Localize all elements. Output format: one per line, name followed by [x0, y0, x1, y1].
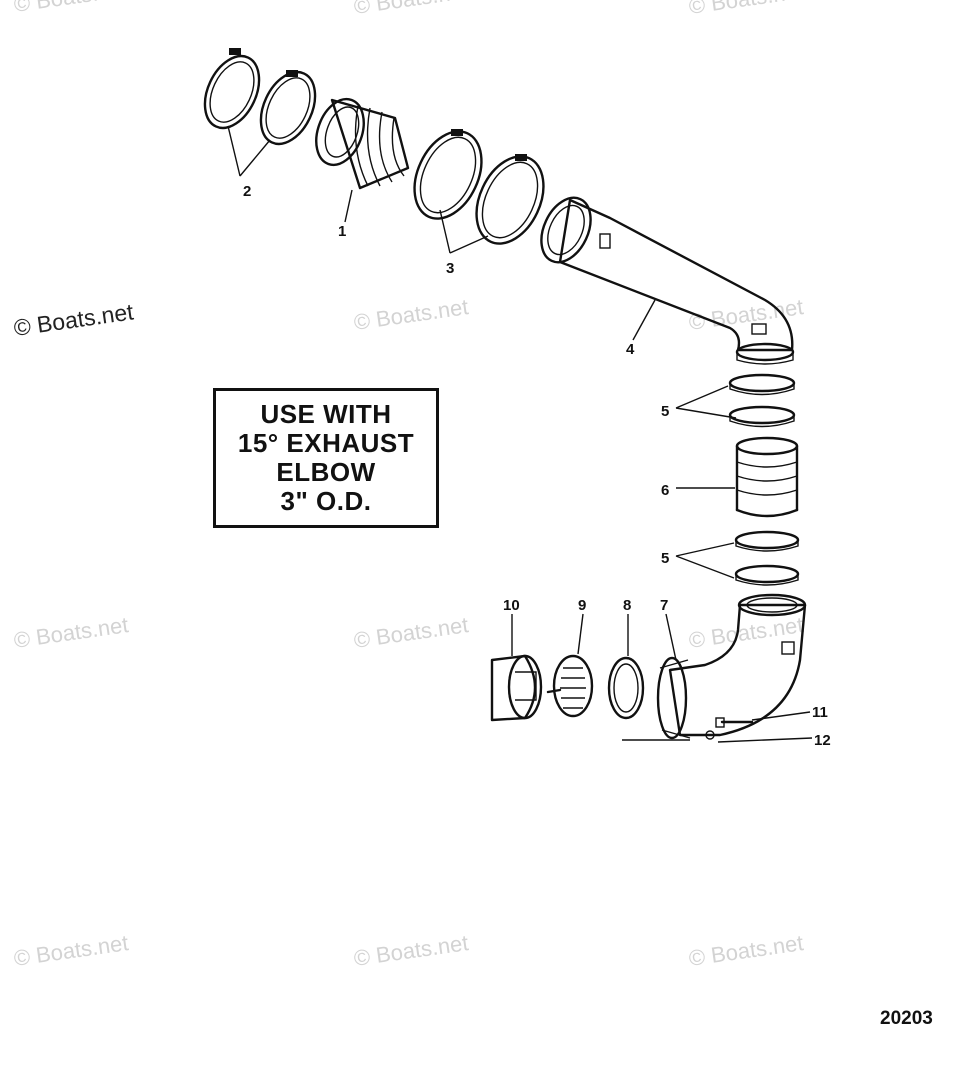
part-3-hose-clamps — [413, 129, 545, 245]
watermark: © Boats.net — [352, 294, 470, 335]
watermark: © Boats.net — [12, 0, 130, 17]
watermark: © Boats.net — [352, 612, 470, 653]
part-2-hose-clamps — [203, 48, 317, 146]
part-8-gasket — [607, 656, 645, 720]
watermark: © Boats.net — [687, 0, 805, 19]
callout-5-upper: 5 — [661, 403, 669, 420]
watermark: © Boats.net — [12, 612, 130, 653]
watermark: © Boats.net — [687, 930, 805, 971]
callout-8: 8 — [623, 597, 631, 614]
callout-11: 11 — [812, 704, 828, 721]
callout-7: 7 — [660, 597, 668, 614]
part-9-flapper-plate — [546, 654, 594, 718]
part-10-cylinder — [490, 654, 543, 722]
watermark: © Boats.net — [12, 930, 130, 971]
note-line-1: USE WITH — [260, 399, 392, 429]
usage-note-box: USE WITH 15° EXHAUST ELBOW 3" O.D. — [213, 388, 439, 528]
watermark: © Boats.net — [687, 294, 805, 335]
part-11-12-screw-washer — [622, 717, 754, 741]
callout-labels: 2 1 3 4 5 6 5 7 8 9 10 11 12 — [243, 183, 831, 749]
drawing-number: 20203 — [880, 1008, 933, 1029]
callout-4: 4 — [626, 341, 635, 358]
part-4-exhaust-tube — [540, 196, 795, 365]
callout-5-lower: 5 — [661, 550, 669, 567]
callout-2: 2 — [243, 183, 251, 200]
note-line-2: 15° EXHAUST — [237, 428, 415, 458]
part-6-coupling-sleeve — [735, 436, 799, 518]
callout-10: 10 — [503, 597, 520, 614]
callout-3: 3 — [446, 260, 454, 277]
callout-9: 9 — [578, 597, 586, 614]
watermark: © Boats.net — [687, 612, 805, 653]
note-line-4: 3" O.D. — [280, 486, 372, 516]
part-1-bellows-hose — [315, 97, 410, 190]
callout-6: 6 — [661, 482, 669, 499]
watermark: © Boats.net — [352, 0, 470, 19]
leader-lines — [227, 125, 813, 743]
part-5-clamps-lower — [734, 530, 800, 586]
callout-1: 1 — [338, 223, 346, 240]
part-5-clamps-upper — [728, 373, 796, 428]
part-7-elbow — [656, 593, 807, 740]
note-line-3: ELBOW — [276, 457, 376, 487]
watermark: © Boats.net — [352, 930, 470, 971]
watermark-primary: © Boats.net — [12, 298, 136, 341]
callout-12: 12 — [814, 732, 831, 749]
